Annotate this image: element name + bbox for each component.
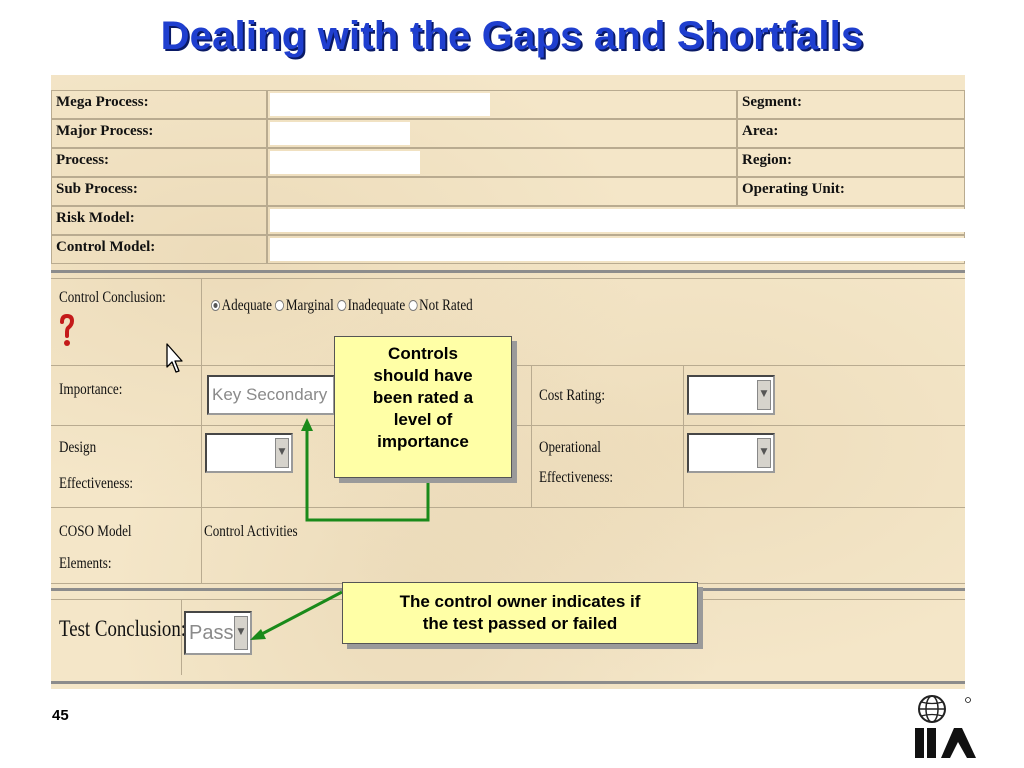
coso-value: Control Activities (204, 523, 298, 540)
grid-line (51, 507, 965, 508)
segment-label: Segment: (737, 90, 965, 119)
chevron-down-icon[interactable]: ▼ (234, 616, 248, 650)
importance-select[interactable]: Key Secondary (207, 375, 335, 415)
radio-icon[interactable] (337, 300, 347, 311)
radio-adequate[interactable]: Adequate (211, 297, 272, 314)
coso-label-line2: Elements: (59, 555, 112, 572)
grid-line (683, 365, 684, 507)
radio-inadequate[interactable]: Inadequate (337, 297, 405, 314)
process-field[interactable] (267, 148, 737, 177)
test-callout: The control owner indicates if the test … (342, 582, 698, 644)
grid-line (201, 278, 202, 583)
importance-label: Importance: (59, 381, 123, 398)
control-model-field[interactable] (267, 235, 965, 264)
mega-process-label: Mega Process: (51, 90, 267, 119)
major-process-label: Major Process: (51, 119, 267, 148)
design-effectiveness-select[interactable]: ▼ (205, 433, 293, 473)
cost-rating-select[interactable]: ▼ (687, 375, 775, 415)
region-label: Region: (737, 148, 965, 177)
operational-effectiveness-select[interactable]: ▼ (687, 433, 775, 473)
mega-process-field[interactable] (267, 90, 737, 119)
mouse-pointer-icon (166, 343, 183, 373)
radio-icon[interactable] (275, 300, 285, 311)
control-conclusion-options: Adequate Marginal Inadequate Not Rated (211, 295, 473, 317)
chevron-down-icon[interactable]: ▼ (757, 380, 771, 410)
sub-process-label: Sub Process: (51, 177, 267, 206)
process-label: Process: (51, 148, 267, 177)
control-model-label: Control Model: (51, 235, 267, 264)
section-divider (51, 270, 965, 273)
design-label-line2: Effectiveness: (59, 475, 134, 492)
area-label: Area: (737, 119, 965, 148)
radio-icon-selected[interactable] (211, 300, 221, 311)
section-divider (51, 681, 965, 684)
grid-line (181, 599, 182, 675)
major-process-field[interactable] (267, 119, 737, 148)
control-conclusion-label: Control Conclusion: (59, 289, 166, 306)
cost-rating-label: Cost Rating: (539, 387, 605, 404)
test-conclusion-label: Test Conclusion: (59, 616, 187, 641)
risk-model-field[interactable] (267, 206, 965, 235)
coso-label-line1: COSO Model (59, 523, 132, 540)
test-conclusion-select[interactable]: Pass ▼ (184, 611, 252, 655)
radio-not-rated[interactable]: Not Rated (408, 297, 473, 314)
page-number: 45 (52, 707, 69, 724)
radio-icon[interactable] (408, 300, 418, 311)
sub-process-field[interactable] (267, 177, 737, 206)
operating-unit-label: Operating Unit: (737, 177, 965, 206)
grid-line (51, 278, 965, 279)
risk-model-label: Risk Model: (51, 206, 267, 235)
iia-logo-icon (915, 695, 976, 758)
importance-callout: Controls should have been rated a level … (334, 336, 512, 478)
grid-line (531, 365, 532, 507)
operational-label-line2: Effectiveness: (539, 469, 614, 486)
design-label-line1: Design (59, 439, 97, 456)
question-mark-icon[interactable] (59, 314, 75, 348)
chevron-down-icon[interactable]: ▼ (757, 438, 771, 468)
radio-marginal[interactable]: Marginal (275, 297, 334, 314)
operational-label-line1: Operational (539, 439, 601, 456)
slide-title: Dealing with the Gaps and Shortfalls (160, 14, 864, 58)
chevron-down-icon[interactable]: ▼ (275, 438, 289, 468)
